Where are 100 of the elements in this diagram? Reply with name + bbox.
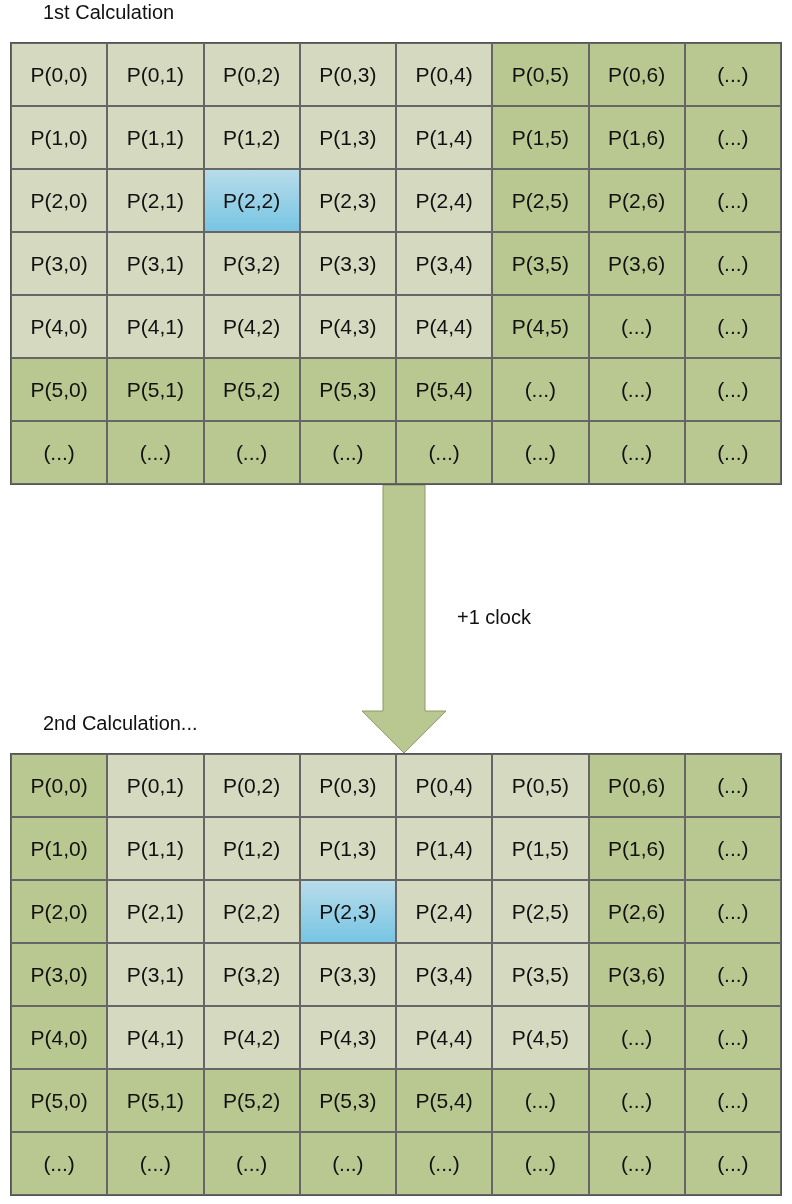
grid-cell: (...) — [684, 358, 781, 421]
grid-cell: P(2,4) — [396, 880, 493, 943]
grid-cell: P(0,6) — [588, 43, 685, 106]
grid-cell: (...) — [396, 421, 493, 484]
grid-cell: P(1,4) — [396, 817, 493, 880]
grid-cell: P(2,5) — [492, 169, 589, 232]
grid-cell: P(2,5) — [492, 880, 589, 943]
grid-cell: P(4,2) — [203, 295, 300, 358]
grid-cell: P(1,6) — [588, 106, 685, 169]
grid-cell: P(4,0) — [11, 1006, 108, 1069]
grid-cell: P(2,4) — [396, 169, 493, 232]
grid-cell: P(3,5) — [492, 232, 589, 295]
grid-cell: P(3,6) — [588, 232, 685, 295]
grid-cell: P(0,4) — [396, 43, 493, 106]
grid-cell: P(0,1) — [107, 754, 204, 817]
grid-cell: (...) — [492, 1069, 589, 1132]
grid-cell: P(1,2) — [203, 106, 300, 169]
grid-cell: P(2,2) — [203, 880, 300, 943]
grid-cell: P(5,2) — [203, 358, 300, 421]
grid-cell: P(0,6) — [588, 754, 685, 817]
grid-cell: P(4,4) — [396, 1006, 493, 1069]
grid-cell: (...) — [588, 295, 685, 358]
grid-cell: (...) — [684, 43, 781, 106]
grid-cell: P(2,6) — [588, 880, 685, 943]
grid-cell: P(4,5) — [492, 1006, 589, 1069]
grid-cell: P(2,3) — [299, 169, 396, 232]
grid-cell: P(0,5) — [492, 43, 589, 106]
grid-cell: P(0,3) — [299, 754, 396, 817]
grid-cell: P(3,2) — [203, 943, 300, 1006]
grid-cell: P(1,6) — [588, 817, 685, 880]
grid-cell: P(3,1) — [107, 943, 204, 1006]
grid-cell: (...) — [684, 169, 781, 232]
grid-cell: P(0,2) — [203, 43, 300, 106]
grid-cell: P(5,1) — [107, 358, 204, 421]
grid-cell: P(0,2) — [203, 754, 300, 817]
grid-cell: P(0,5) — [492, 754, 589, 817]
grid-cell: P(3,6) — [588, 943, 685, 1006]
grid-cell: P(1,5) — [492, 106, 589, 169]
grid-cell: P(3,3) — [299, 232, 396, 295]
grid-cell: (...) — [684, 943, 781, 1006]
grid-cell: P(2,6) — [588, 169, 685, 232]
grid-cell: P(5,1) — [107, 1069, 204, 1132]
grid-cell: P(0,4) — [396, 754, 493, 817]
grid-cell: (...) — [492, 358, 589, 421]
grid-cell: P(5,3) — [299, 358, 396, 421]
grid-cell: P(4,4) — [396, 295, 493, 358]
grid-cell: (...) — [11, 1132, 108, 1195]
grid-cell: P(1,3) — [299, 817, 396, 880]
grid-cell: (...) — [107, 421, 204, 484]
grid-cell: P(4,1) — [107, 1006, 204, 1069]
grid-cell: P(4,1) — [107, 295, 204, 358]
grid-cell: (...) — [684, 817, 781, 880]
grid-cell: (...) — [299, 1132, 396, 1195]
grid-cell: P(1,5) — [492, 817, 589, 880]
grid-cell: (...) — [588, 1132, 685, 1195]
grid-cell: P(5,0) — [11, 1069, 108, 1132]
grid-cell: (...) — [588, 358, 685, 421]
grid-cell: P(0,1) — [107, 43, 204, 106]
grid-cell: P(5,2) — [203, 1069, 300, 1132]
grid-cell: P(0,0) — [11, 754, 108, 817]
grid-cell: (...) — [684, 880, 781, 943]
grid-cell: (...) — [684, 295, 781, 358]
grid-cell: P(2,2) — [203, 169, 300, 232]
grid-cell: P(1,2) — [203, 817, 300, 880]
grid-cell: P(4,2) — [203, 1006, 300, 1069]
table-heading: 1st Calculation — [43, 1, 175, 24]
grid-cell: P(5,3) — [299, 1069, 396, 1132]
grid-cell: P(0,3) — [299, 43, 396, 106]
grid-cell: P(3,4) — [396, 232, 493, 295]
grid-cell: P(3,2) — [203, 232, 300, 295]
grid-cell: P(2,1) — [107, 169, 204, 232]
grid-cell: (...) — [684, 754, 781, 817]
grid-cell: P(5,4) — [396, 1069, 493, 1132]
grid-cell: P(2,1) — [107, 880, 204, 943]
grid-cell: P(4,3) — [299, 295, 396, 358]
grid-cell: P(2,0) — [11, 880, 108, 943]
grid-cell: P(1,3) — [299, 106, 396, 169]
grid-cell: P(1,4) — [396, 106, 493, 169]
grid-cell: (...) — [299, 421, 396, 484]
grid-cell: (...) — [684, 1132, 781, 1195]
grid-cell: P(5,0) — [11, 358, 108, 421]
grid-cell: (...) — [588, 421, 685, 484]
grid-cell: (...) — [203, 421, 300, 484]
grid-cell: (...) — [588, 1006, 685, 1069]
grid-cell: (...) — [684, 106, 781, 169]
grid-cell: (...) — [492, 1132, 589, 1195]
grid-cell: P(3,1) — [107, 232, 204, 295]
grid-cell: (...) — [396, 1132, 493, 1195]
grid-cell: P(4,0) — [11, 295, 108, 358]
grid-cell: (...) — [492, 421, 589, 484]
grid-cell: P(0,0) — [11, 43, 108, 106]
grid-cell: P(3,0) — [11, 943, 108, 1006]
grid-cell: P(2,0) — [11, 169, 108, 232]
grid-cell: (...) — [684, 1006, 781, 1069]
grid-cell: P(2,3) — [299, 880, 396, 943]
table-heading: 2nd Calculation... — [43, 712, 198, 735]
grid-cell: P(4,3) — [299, 1006, 396, 1069]
grid-cell: P(1,0) — [11, 817, 108, 880]
grid-cell: (...) — [684, 421, 781, 484]
block-arrow — [361, 484, 447, 754]
